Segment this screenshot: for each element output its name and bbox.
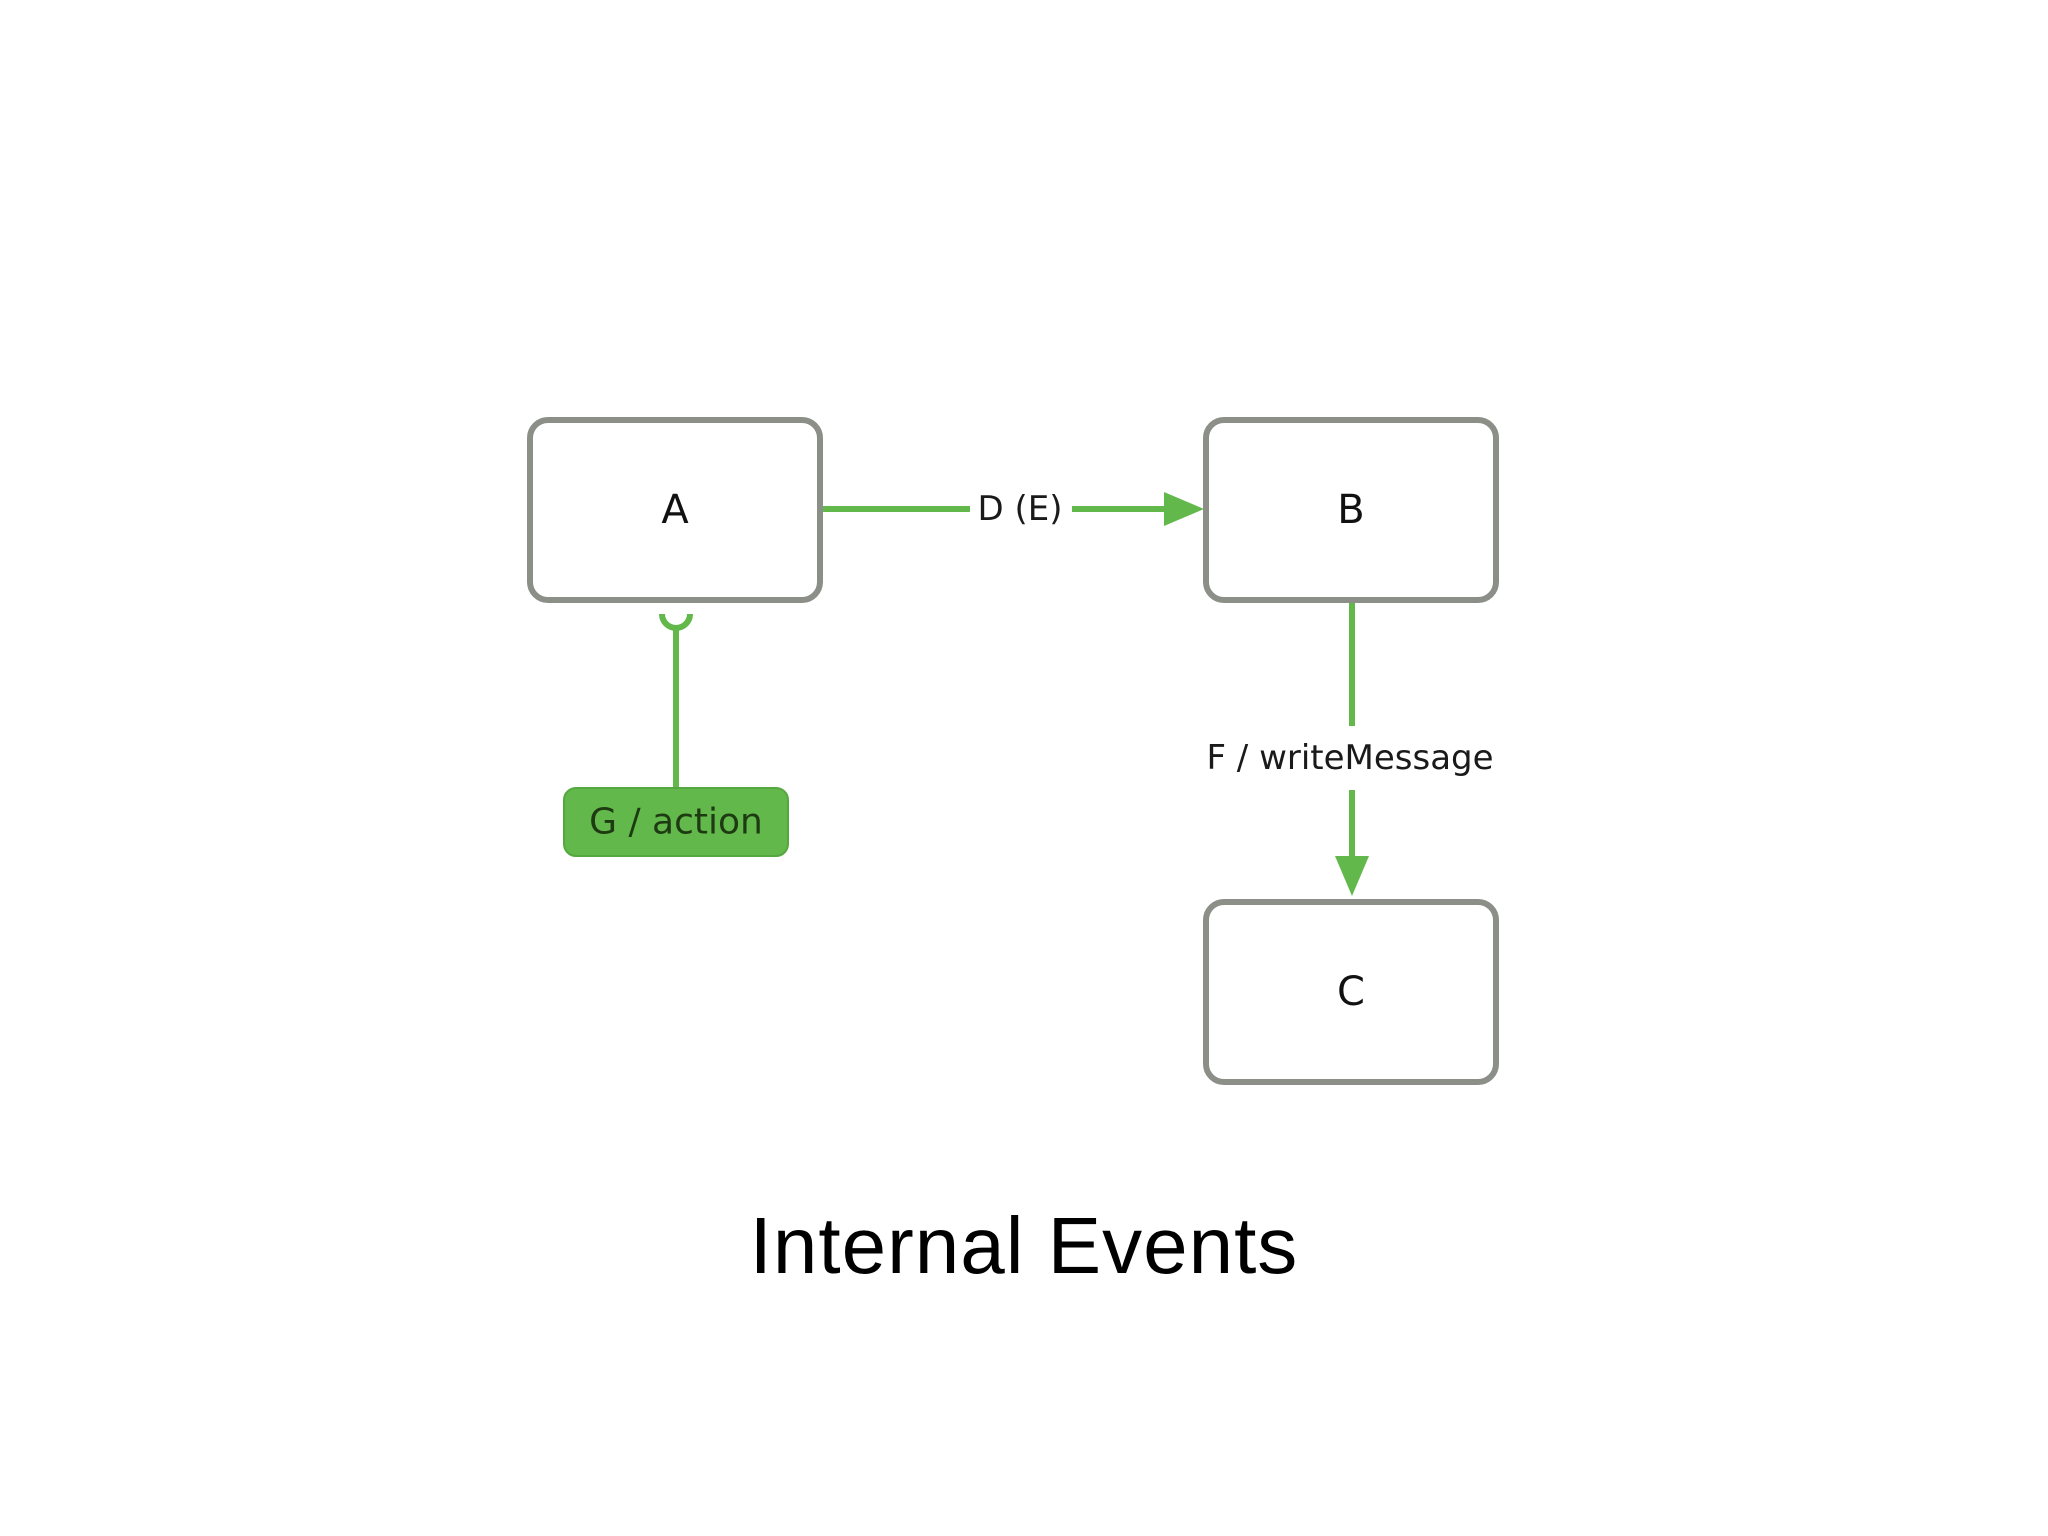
state-b-label: B — [1337, 487, 1364, 533]
state-a-box — [527, 417, 823, 603]
transition-b-to-c-label: F / writeMessage — [1206, 738, 1493, 778]
transition-a-to-b-label: D (E) — [978, 489, 1063, 529]
state-b-box — [1203, 417, 1499, 603]
internal-event-box — [563, 787, 789, 857]
state-a: A — [527, 417, 823, 603]
state-a-label: A — [661, 487, 689, 533]
state-b: B — [1203, 417, 1499, 603]
internal-event-label: G / action — [589, 802, 763, 843]
transition-a-to-b: D (E) — [820, 489, 1204, 529]
transition-b-to-c-arrowhead — [1335, 856, 1369, 896]
transition-a-to-b-arrowhead — [1164, 492, 1204, 526]
slide-title: Internal Events — [749, 1201, 1299, 1290]
transition-b-to-c: F / writeMessage — [1206, 600, 1494, 896]
state-c-label: C — [1337, 969, 1365, 1015]
internal-event-tag: G / action — [563, 787, 789, 857]
internal-event-connector — [659, 613, 693, 790]
state-c-box — [1203, 899, 1499, 1085]
internal-event-socket — [659, 613, 693, 631]
state-c: C — [1203, 899, 1499, 1085]
